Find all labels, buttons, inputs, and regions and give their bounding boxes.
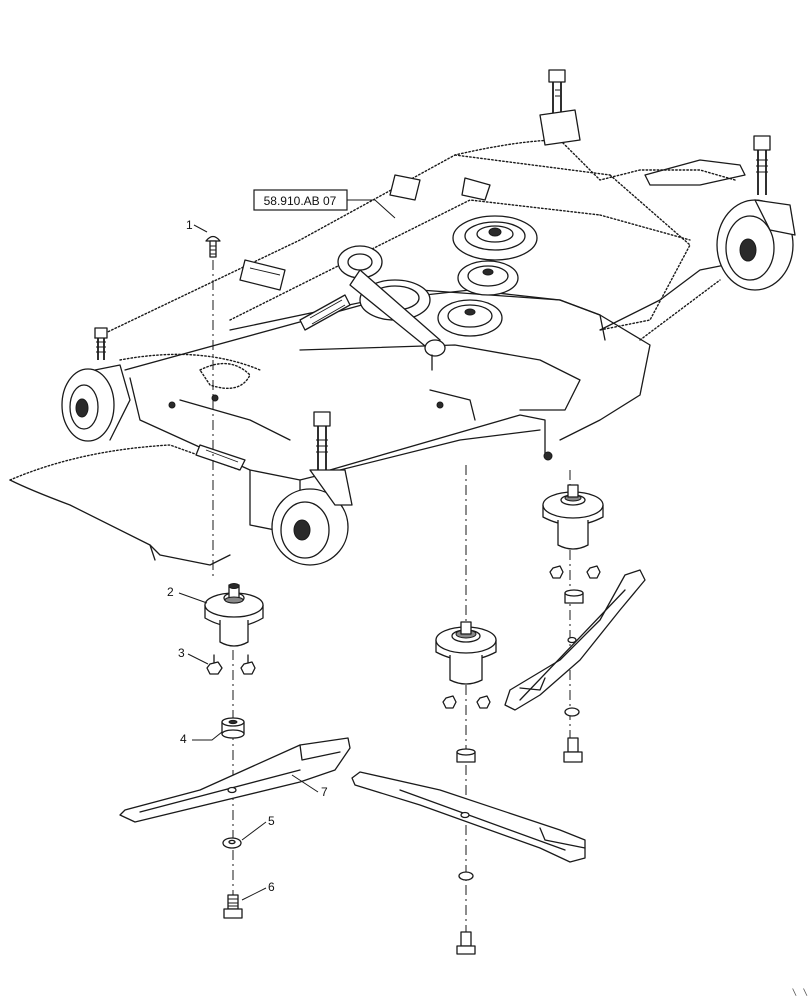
callout-5: 5 [268, 814, 275, 828]
mower-deck [9, 139, 746, 566]
part-6-bolt [223, 894, 243, 919]
reference-label-text: 58.910.AB 07 [264, 194, 337, 208]
callout-4: 4 [180, 732, 187, 746]
part-3-nuts [206, 654, 256, 675]
caster-wheel-center [271, 411, 353, 566]
part-7-blade [119, 737, 351, 823]
callout-2: 2 [167, 585, 174, 599]
blade-right [504, 569, 646, 711]
callout-7: 7 [321, 785, 328, 799]
corner-mark: \ \ [791, 988, 808, 998]
callout-6: 6 [268, 880, 275, 894]
callout-labels: 1 2 3 4 5 6 7 [167, 218, 328, 901]
spindle-assembly-right [542, 484, 604, 763]
caster-wheel-left [61, 327, 131, 442]
part-1-bolt [205, 235, 221, 258]
adjust-rods [195, 174, 491, 471]
reference-label: 58.910.AB 07 [253, 189, 396, 219]
part-5-washer [222, 837, 242, 849]
rear-post [539, 69, 581, 146]
part-4-spacer [221, 717, 245, 739]
callout-1: 1 [186, 218, 193, 232]
callout-3: 3 [178, 646, 185, 660]
caster-wheel-right [716, 135, 796, 291]
part-2-spindle-housing [204, 583, 264, 647]
blade-center [351, 771, 586, 863]
pulley-assembly [168, 215, 553, 461]
spindle-assembly-center [435, 621, 497, 955]
